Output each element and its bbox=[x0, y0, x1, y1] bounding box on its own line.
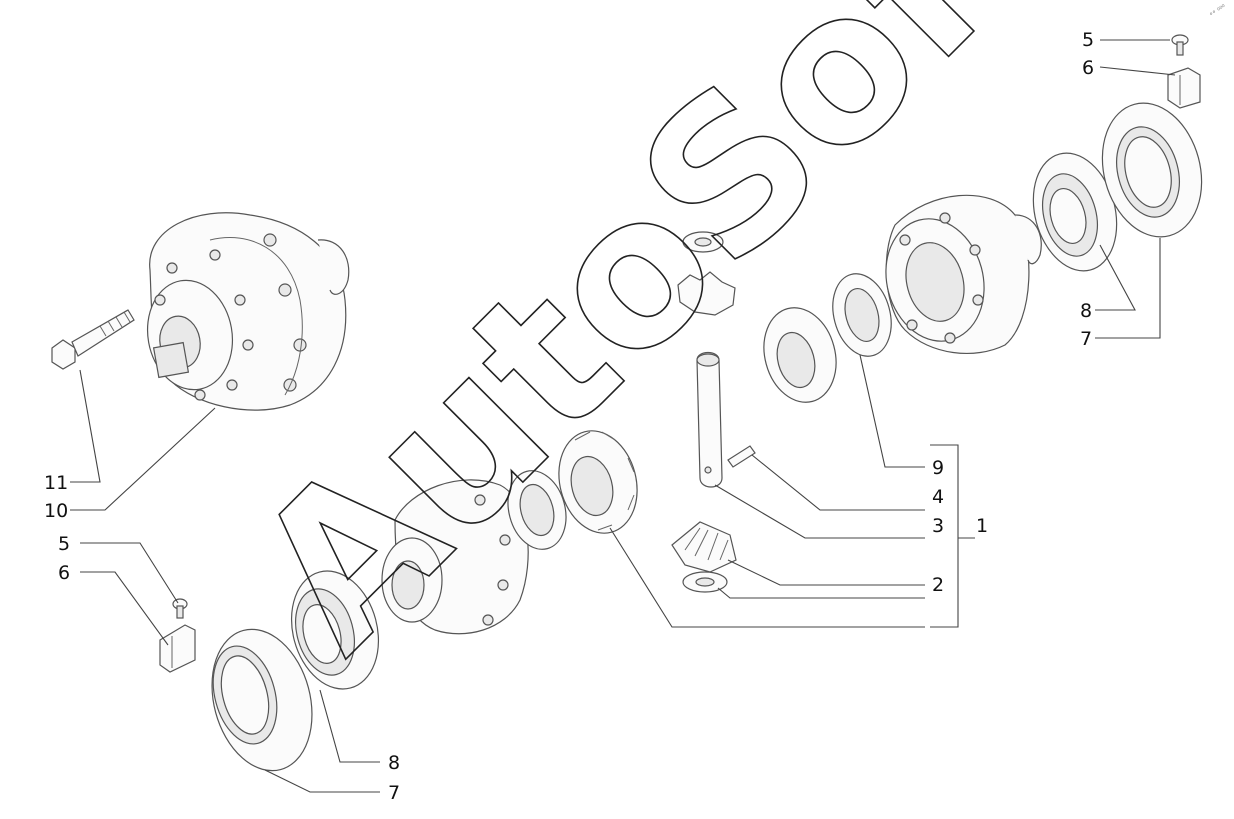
corner-mark: °° ⁰⁰⁰ bbox=[1209, 3, 1228, 20]
callout-6-left: 6 bbox=[58, 562, 70, 584]
part-pinion-gear-bottom bbox=[671, 521, 737, 593]
callout-1: 1 bbox=[976, 515, 988, 537]
part-side-gear-right bbox=[763, 307, 837, 403]
part-bolt bbox=[51, 309, 135, 370]
callout-11: 11 bbox=[44, 472, 68, 494]
callout-7-right: 7 bbox=[1080, 328, 1092, 350]
part-differential-case-half-left bbox=[381, 479, 529, 635]
part-differential-housing-assembled bbox=[146, 212, 350, 411]
callout-8-bottom: 8 bbox=[388, 752, 400, 774]
part-thrust-washer-left bbox=[507, 470, 567, 550]
part-screw-top bbox=[1171, 34, 1189, 56]
part-adjusting-ring-right bbox=[1101, 102, 1203, 238]
leader-lines bbox=[70, 39, 1176, 793]
part-differential-case-half-right bbox=[885, 194, 1042, 355]
part-screw-left bbox=[172, 598, 188, 619]
part-pinion-gear-top bbox=[677, 231, 736, 316]
part-side-gear-left bbox=[558, 430, 638, 534]
callout-3: 3 bbox=[932, 515, 944, 537]
callout-8-right: 8 bbox=[1080, 300, 1092, 322]
callout-6-top: 6 bbox=[1082, 57, 1094, 79]
callout-9: 9 bbox=[932, 457, 944, 479]
callout-2: 2 bbox=[932, 574, 944, 596]
callout-4: 4 bbox=[932, 486, 944, 508]
part-adjusting-ring-bottom bbox=[211, 628, 313, 772]
part-lock-pin bbox=[727, 445, 756, 468]
part-lock-plate-top bbox=[1167, 67, 1201, 109]
part-pinion-shaft bbox=[696, 351, 723, 488]
callout-5-top: 5 bbox=[1082, 29, 1094, 51]
part-bearing-bottom bbox=[290, 570, 380, 690]
part-lock-plate-left bbox=[159, 624, 196, 673]
part-bearing-right bbox=[1032, 152, 1118, 272]
part-thrust-washer-right bbox=[832, 273, 892, 357]
callout-7-bottom: 7 bbox=[388, 782, 400, 804]
callout-labels: 11 10 5 6 8 7 5 6 8 7 9 4 3 1 2 bbox=[44, 29, 1094, 804]
callout-5-left: 5 bbox=[58, 533, 70, 555]
callout-10: 10 bbox=[44, 500, 68, 522]
